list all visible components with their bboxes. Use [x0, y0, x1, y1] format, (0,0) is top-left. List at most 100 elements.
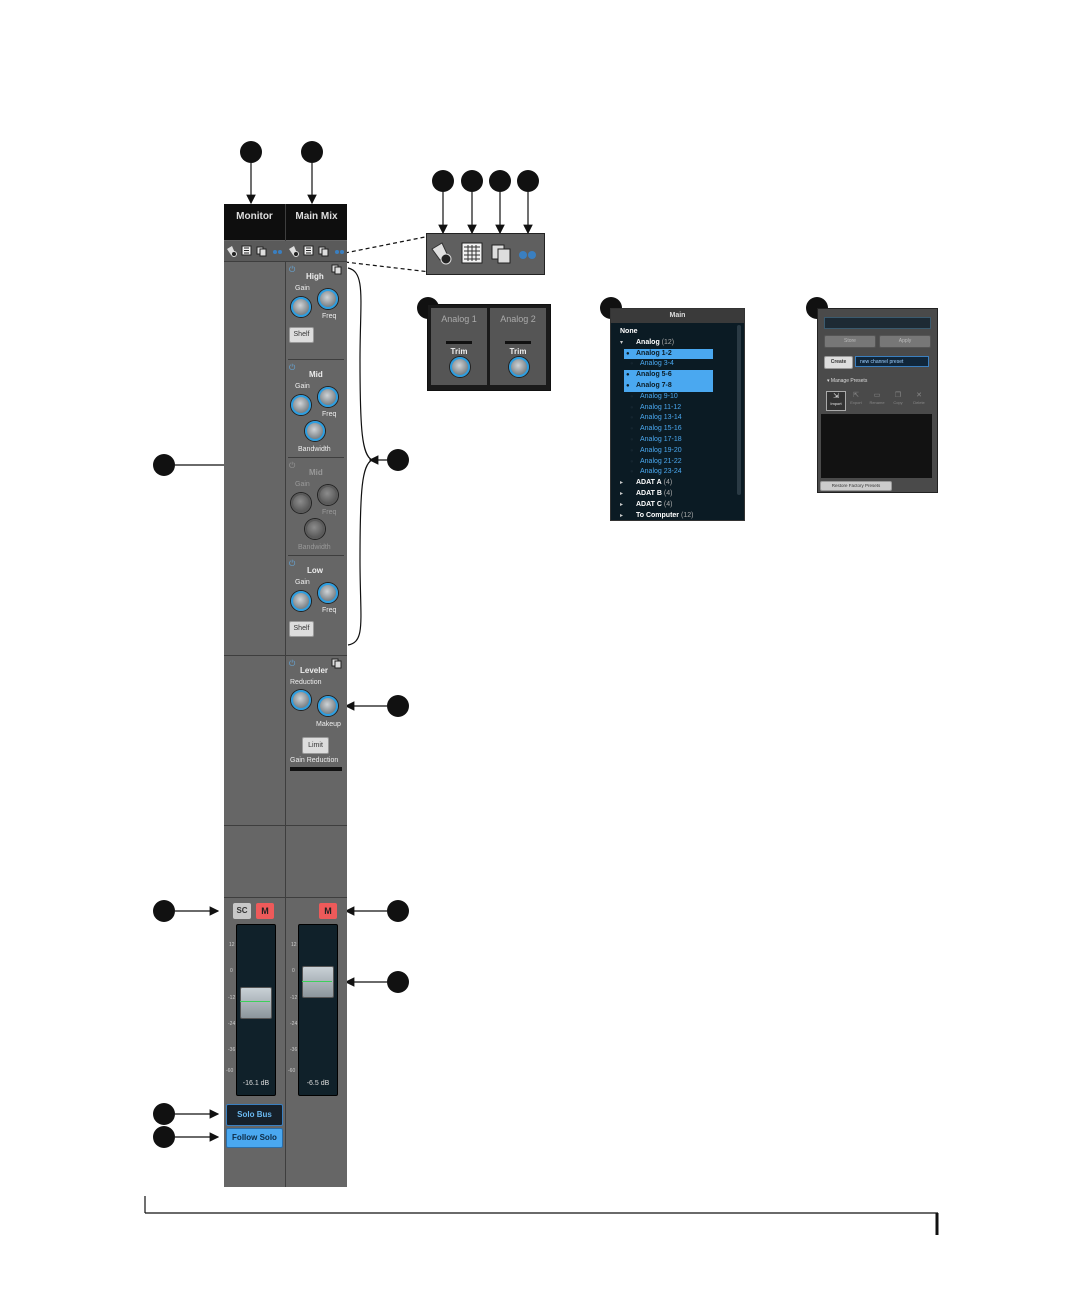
- high-freq-knob[interactable]: [318, 289, 338, 309]
- trim-ch2-knob[interactable]: [509, 357, 529, 377]
- restore-factory-presets-button[interactable]: Restore Factory Presets: [820, 481, 892, 491]
- monitor-presets-icon[interactable]: [256, 246, 267, 257]
- apply-button[interactable]: Apply: [879, 335, 931, 348]
- routing-item[interactable]: ●Analog 1-2: [624, 348, 713, 360]
- routing-item-count: (4): [661, 500, 673, 508]
- section-divider: [224, 655, 347, 656]
- main-fader-handle[interactable]: [302, 966, 334, 998]
- manage-presets-toggle[interactable]: ▾ Manage Presets: [827, 378, 868, 384]
- solo-bus-button[interactable]: Solo Bus: [226, 1104, 283, 1126]
- matrix-icon[interactable]: [461, 242, 483, 264]
- mid2-power-icon[interactable]: ⏻: [289, 461, 296, 470]
- routing-item[interactable]: ●Analog 5-6: [624, 370, 713, 381]
- routing-item[interactable]: ●Analog 13-14: [614, 413, 744, 424]
- scale-tick: -24: [228, 1021, 236, 1027]
- preset-name-field[interactable]: new channel preset: [855, 356, 929, 367]
- mid2-bandwidth-knob[interactable]: [305, 519, 325, 539]
- routing-item[interactable]: ●Analog 17-18: [614, 435, 744, 446]
- unselected-dot-icon: ●: [630, 415, 634, 422]
- routing-item-count: (4): [661, 489, 673, 497]
- routing-item-count: (12): [679, 511, 694, 519]
- routing-item[interactable]: ●Analog 9-10: [614, 392, 744, 403]
- mid-freq-knob[interactable]: [318, 387, 338, 407]
- main-presets-icon[interactable]: [318, 246, 329, 257]
- routing-scrollbar[interactable]: [737, 325, 741, 495]
- gain-reduction-meter: [290, 767, 342, 771]
- preset-list[interactable]: [821, 414, 932, 478]
- follow-solo-button[interactable]: Follow Solo: [226, 1128, 283, 1148]
- high-power-icon[interactable]: ⏻: [289, 265, 296, 274]
- monitor-mute-button[interactable]: M: [256, 903, 274, 919]
- routing-item-label: To Computer: [636, 511, 680, 519]
- mid-bandwidth-knob[interactable]: [305, 421, 325, 441]
- low-shelf-button[interactable]: Shelf: [289, 621, 314, 637]
- routing-item[interactable]: ▸ADAT C (4): [614, 500, 744, 511]
- routing-item[interactable]: ▾Analog (12): [614, 338, 744, 349]
- low-gain-knob[interactable]: [291, 591, 311, 611]
- reduction-knob[interactable]: [291, 690, 311, 710]
- routing-item[interactable]: ▸ To Computer (12): [614, 511, 744, 520]
- mid2-gain-knob[interactable]: [291, 493, 311, 513]
- import-button[interactable]: ⇲Import: [826, 391, 846, 411]
- main-link-dots-icon[interactable]: [335, 250, 344, 254]
- import-icon: ⇲: [833, 393, 839, 400]
- trim-ch1-knob[interactable]: [450, 357, 470, 377]
- preset-search-field[interactable]: [824, 317, 931, 329]
- routing-item[interactable]: None: [614, 327, 744, 338]
- delete-button[interactable]: ✕Delete: [910, 391, 928, 409]
- expand-right-icon: ▸: [620, 512, 624, 519]
- main-routing-icon[interactable]: [289, 246, 299, 257]
- routing-item-label: Analog 21-22: [640, 457, 682, 465]
- routing-item-label: Analog 17-18: [640, 435, 682, 443]
- monitor-link-dots-icon[interactable]: [273, 250, 282, 254]
- routing-item[interactable]: ●Analog 15-16: [614, 424, 744, 435]
- low-freq-knob[interactable]: [318, 583, 338, 603]
- routing-item[interactable]: ●Analog 3-4: [614, 359, 744, 370]
- leveler-presets-icon[interactable]: [331, 658, 343, 670]
- mid2-freq-knob[interactable]: [318, 485, 338, 505]
- reduction-label: Reduction: [290, 679, 322, 686]
- rename-button[interactable]: ▭Rename: [868, 391, 886, 409]
- copy-label: Copy: [893, 400, 903, 405]
- monitor-fader-handle[interactable]: [240, 987, 272, 1019]
- routing-item[interactable]: ▸ADAT B (4): [614, 489, 744, 500]
- routing-item[interactable]: ▸ADAT A (4): [614, 478, 744, 489]
- main-matrix-icon[interactable]: [303, 245, 314, 256]
- scale-tick: -60: [226, 1068, 234, 1074]
- unselected-dot-icon: ●: [630, 458, 634, 465]
- leveler-power-icon[interactable]: ⏻: [289, 659, 296, 668]
- store-button[interactable]: Store: [824, 335, 876, 348]
- unselected-dot-icon: ●: [630, 426, 634, 433]
- mid-gain-knob[interactable]: [291, 395, 311, 415]
- create-button[interactable]: Create: [824, 356, 853, 369]
- main-mute-button[interactable]: M: [319, 903, 337, 919]
- scale-tick: -12: [290, 995, 298, 1001]
- link-dots-icon[interactable]: [519, 251, 536, 259]
- routing-item[interactable]: ●Analog 23-24: [614, 467, 744, 478]
- high-shelf-button[interactable]: Shelf: [289, 327, 314, 343]
- mid-power-icon[interactable]: ⏻: [289, 363, 296, 372]
- routing-item[interactable]: ● Analog 21-22: [614, 457, 744, 468]
- monitor-routing-icon[interactable]: [227, 246, 237, 257]
- trim-ch2-label: Analog 2: [500, 314, 536, 324]
- presets-icon[interactable]: [491, 244, 511, 264]
- mid-bandwidth-label: Bandwidth: [298, 446, 331, 453]
- routing-item[interactable]: ●Analog 11-12: [614, 403, 744, 414]
- routing-item[interactable]: ●Analog 7-8: [624, 380, 713, 392]
- low-power-icon[interactable]: ⏻: [289, 559, 296, 568]
- limit-button[interactable]: Limit: [302, 737, 329, 754]
- monitor-matrix-icon[interactable]: [241, 245, 252, 256]
- eq-presets-icon[interactable]: [331, 264, 343, 276]
- export-button[interactable]: ⇱Export: [847, 391, 865, 409]
- unselected-dot-icon: ●: [630, 447, 634, 454]
- routing-icon[interactable]: [431, 242, 452, 265]
- main-fader-track[interactable]: [298, 924, 338, 1096]
- makeup-knob[interactable]: [318, 696, 338, 716]
- trim-ch2-meter: [505, 341, 531, 344]
- routing-item[interactable]: ●Analog 19-20: [614, 446, 744, 457]
- copy-button[interactable]: ❐Copy: [889, 391, 907, 409]
- high-gain-knob[interactable]: [291, 297, 311, 317]
- scale-tick: -24: [290, 1021, 298, 1027]
- routing-item-count: (12): [659, 338, 675, 346]
- sc-button[interactable]: SC: [233, 903, 251, 919]
